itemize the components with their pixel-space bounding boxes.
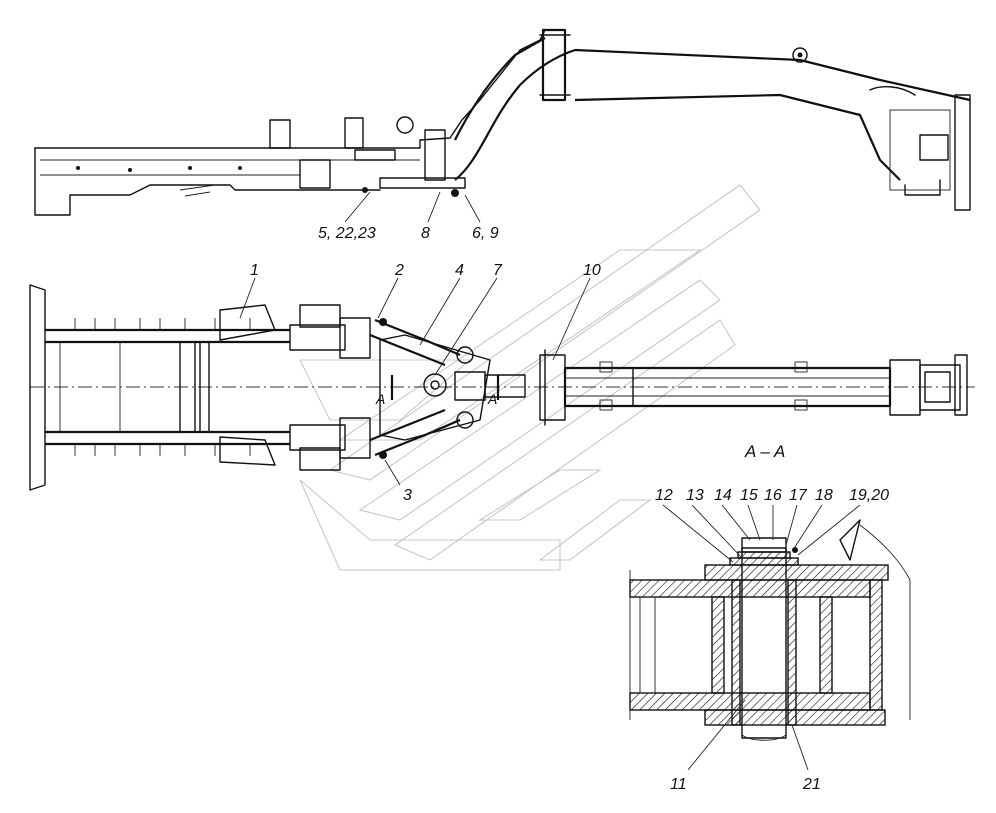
callout-5-22-23: 5, 22,23 bbox=[318, 225, 376, 242]
callout-15: 15 bbox=[740, 487, 758, 504]
callout-13: 13 bbox=[686, 487, 704, 504]
section-marker-right: A bbox=[487, 391, 497, 407]
callout-18: 18 bbox=[815, 487, 833, 504]
plan-view-frame bbox=[29, 277, 975, 491]
callout-7: 7 bbox=[493, 262, 503, 279]
section-title: A – A bbox=[744, 442, 785, 461]
callout-19-20: 19,20 bbox=[849, 487, 889, 504]
callout-21: 21 bbox=[802, 776, 821, 793]
callout-1: 1 bbox=[250, 262, 259, 279]
callout-11: 11 bbox=[670, 776, 687, 793]
callout-3: 3 bbox=[403, 487, 412, 504]
callout-12: 12 bbox=[655, 487, 673, 504]
callout-8: 8 bbox=[421, 225, 430, 242]
callout-4: 4 bbox=[455, 262, 464, 279]
callout-2: 2 bbox=[394, 262, 404, 279]
callout-14: 14 bbox=[714, 487, 732, 504]
callout-16: 16 bbox=[764, 487, 782, 504]
callout-10: 10 bbox=[583, 262, 601, 279]
callout-17: 17 bbox=[789, 487, 808, 504]
watermark-logo bbox=[299, 184, 761, 571]
side-view-frame bbox=[34, 28, 971, 223]
callout-6-9: 6, 9 bbox=[472, 225, 499, 242]
section-a-a-detail bbox=[629, 504, 911, 771]
section-marker-left: A bbox=[375, 391, 385, 407]
